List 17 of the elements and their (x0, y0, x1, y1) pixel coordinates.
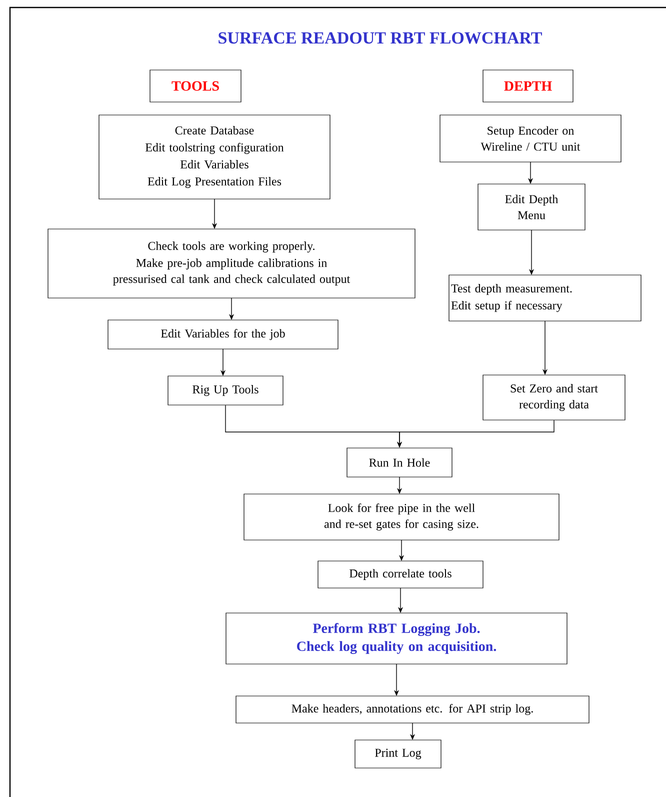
process-box: Check tools are working properly. Make pre-job amplitude calibrations in pressurised cal tank and check calculated output (48, 228, 416, 298)
process-box: Test depth measurement. Edit setup if necessary (448, 274, 642, 322)
process-box: Print Log (354, 740, 442, 768)
header-box: TOOLS (150, 70, 242, 102)
process-box: Setup Encoder on Wireline / CTU unit (440, 114, 622, 162)
process-box: Run In Hole (346, 448, 452, 478)
process-box: Make headers, annotations etc. for API strip log. (236, 696, 590, 724)
process-box: Rig Up Tools (168, 376, 284, 406)
process-box: Edit Variables for the job (108, 320, 338, 350)
process-box: Set Zero and start recording data (482, 374, 626, 420)
title: SURFACE READOUT RBT FLOWCHART (218, 32, 542, 44)
process-box: Perform RBT Logging Job. Check log quality on acquisition. (226, 612, 568, 664)
header-box: DEPTH (482, 70, 574, 102)
process-box: Create Database Edit toolstring configuration Edit Variables Edit Log Presentation Files (98, 114, 330, 200)
process-box: Look for free pipe in the well and re-set gates for casing size. (244, 494, 560, 540)
process-box: Depth correlate tools (318, 560, 484, 588)
process-box: Edit Depth Menu (478, 184, 586, 230)
